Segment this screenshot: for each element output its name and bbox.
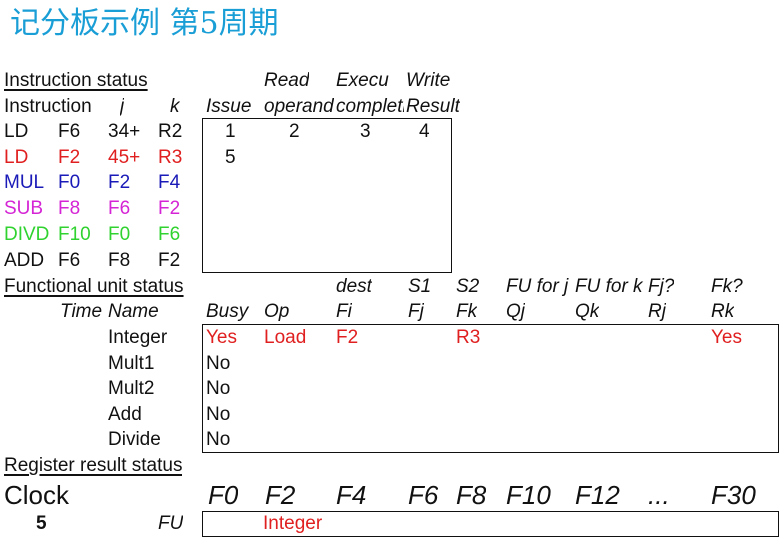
instruction-dest-cell: F6 [58,249,81,271]
fu-name-cell: Divide [108,429,161,451]
fu-name-cell: Add [108,403,142,425]
instruction-op-cell: SUB [4,198,44,220]
instruction-k-cell: R3 [158,146,183,168]
header-read-top: Read [264,70,310,91]
fu-header-busy: Busy [206,301,249,322]
register-name: F2 [265,480,296,510]
instruction-exec-cell: 3 [360,121,371,142]
instruction-k-cell: F2 [158,198,181,220]
header-read-operands: operands [264,96,334,117]
instruction-op-cell: ADD [4,249,45,271]
fu-header-qj: Qj [506,301,525,322]
fu-header-op: Op [264,301,290,322]
instruction-dest-cell: F2 [58,146,81,168]
header-write-top: Write [406,70,451,91]
clock-value: 5 [36,513,47,534]
register-fu-cell: Integer [263,513,323,534]
fu-header-top-qk: FU for k [575,276,643,297]
instruction-read-cell: 2 [289,121,300,142]
instruction-j-cell: 45+ [108,146,141,168]
instruction-op-cell: MUL [4,172,45,194]
register-result-status-label: Register result status [4,455,183,476]
instruction-k-cell: F2 [158,249,181,271]
register-name: ... [648,480,670,510]
fu-fi-cell: F2 [336,327,359,348]
fu-name-cell: Integer [108,327,168,348]
register-name: F4 [336,480,367,510]
fu-header-time: Time [60,301,103,322]
fu-header-top-rk: Fk? [711,276,743,297]
instruction-op-cell: LD [4,121,29,142]
register-name: F0 [208,480,239,510]
clock-label: Clock [4,480,70,510]
fu-name-cell: Mult1 [108,352,155,374]
register-name: F12 [575,480,620,510]
header-issue: Issue [206,96,252,117]
instruction-k-cell: R2 [158,121,183,142]
instruction-k-cell: F4 [158,172,181,194]
fu-fk-cell: R3 [456,327,481,348]
fu-name-cell: Mult2 [108,378,155,400]
instruction-status-label: Instruction status [4,70,148,91]
instruction-j-cell: F2 [108,172,131,194]
functional-unit-status-label: Functional unit status [4,276,184,297]
register-name: F6 [408,480,439,510]
instruction-issue-cell: 5 [225,146,236,168]
register-result-box [202,511,779,537]
instruction-op-cell: DIVD [4,223,50,245]
instruction-j-cell: F0 [108,223,131,245]
instruction-dest-cell: F6 [58,121,81,142]
fu-header-top-qj: FU for j [506,276,569,297]
instruction-j-cell: 34+ [108,121,141,142]
fu-header-fi: Fi [336,301,352,322]
fu-header-qk: Qk [575,301,600,322]
instruction-k-cell: F6 [158,223,181,245]
fu-busy-cell: No [206,352,231,374]
instruction-dest-cell: F10 [58,223,91,245]
fu-rk-cell: Yes [711,327,742,348]
instruction-op-cell: LD [4,146,29,168]
fu-busy-cell: Yes [206,327,237,348]
fu-header-top-fj: S1 [408,276,432,297]
instruction-write-cell: 4 [419,121,430,142]
fu-busy-cell: No [206,403,231,425]
fu-op-cell: Load [264,327,307,348]
fu-header-name: Name [108,301,159,322]
header-j: j [120,96,125,117]
instruction-j-cell: F6 [108,198,131,220]
header-write-result: Result [406,96,460,117]
instruction-status-box [202,118,452,273]
register-name: F10 [506,480,551,510]
header-k: k [170,96,180,117]
fu-header-fk: Fk [456,301,478,322]
fu-header-top-fi: dest [336,276,372,297]
fu-header-rj: Rj [648,301,666,322]
register-name: F8 [456,480,487,510]
instruction-j-cell: F8 [108,249,131,271]
fu-header-fj: Fj [408,301,424,322]
fu-busy-cell: No [206,378,231,400]
slide-title: 记分板示例 第5周期 [10,6,279,41]
register-name: F30 [711,480,756,510]
instruction-issue-cell: 1 [225,121,236,142]
fu-label: FU [158,513,184,534]
instruction-dest-cell: F0 [58,172,81,194]
header-instruction: Instruction [4,96,92,117]
fu-header-top-fk: S2 [456,276,480,297]
header-exec-top: Execu [336,70,389,91]
fu-header-rk: Rk [711,301,735,322]
instruction-dest-cell: F8 [58,198,81,220]
header-exec-complete: completion [336,96,404,117]
fu-header-top-rj: Fj? [648,276,675,297]
functional-unit-box [202,324,779,453]
fu-busy-cell: No [206,429,231,451]
